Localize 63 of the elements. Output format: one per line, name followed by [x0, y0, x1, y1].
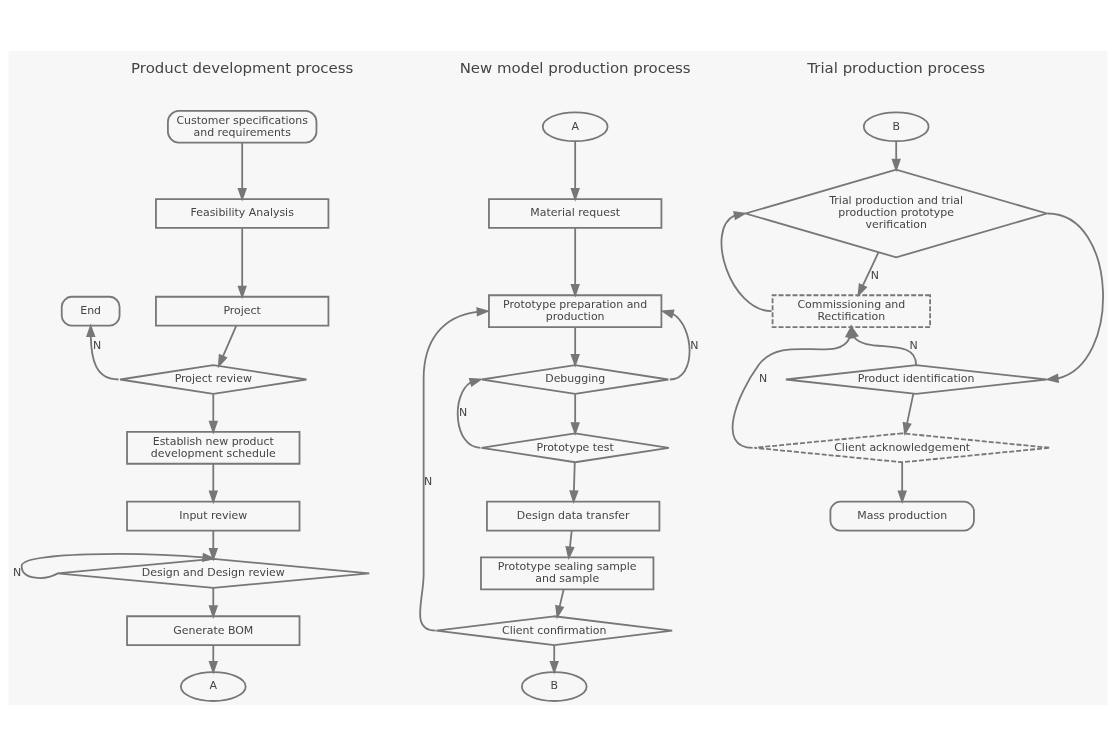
arrow — [570, 226, 580, 298]
node-box: Design data transfer — [486, 500, 661, 531]
arrow — [208, 643, 219, 674]
node-box: End — [60, 295, 121, 327]
edge-label: N — [13, 565, 22, 579]
arrow — [902, 392, 915, 436]
arrow — [857, 250, 880, 297]
arrow — [731, 324, 855, 449]
edge-label: N — [870, 268, 879, 282]
node-box: Input review — [126, 500, 301, 531]
arrow — [891, 140, 901, 172]
node-diamond: Client confirmation — [435, 614, 674, 646]
arrow — [237, 226, 247, 299]
arrow — [897, 461, 907, 504]
node-box: Customer specifications and requirements — [167, 109, 318, 144]
node-box: Material request — [488, 197, 663, 229]
node-diamond: Prototype test — [480, 431, 670, 463]
arrow — [217, 324, 238, 368]
arrow — [20, 552, 216, 579]
node-box: Generate BOM — [126, 614, 301, 646]
arrow — [570, 392, 580, 436]
edge-label: N — [759, 371, 768, 385]
arrow — [86, 322, 120, 380]
arrow — [569, 460, 579, 504]
node-diamond: Debugging — [481, 363, 670, 395]
node-diamond: Client acknowledgement — [753, 431, 1051, 463]
node-ellipse: B — [520, 670, 588, 702]
arrow — [660, 308, 691, 380]
label: Product development process — [131, 58, 354, 77]
node-box: Commissioning and Rectification — [771, 293, 931, 328]
arrow — [549, 643, 559, 674]
node-diamond: Project review — [119, 363, 308, 395]
node-ellipse: A — [541, 110, 609, 142]
arrow — [555, 588, 565, 619]
arrow — [565, 529, 575, 560]
node-diamond: Product identification — [784, 363, 1048, 395]
node-box: Project — [155, 295, 330, 327]
arrow — [1045, 212, 1104, 383]
arrow — [208, 392, 219, 434]
node-box: Feasibility Analysis — [155, 197, 330, 229]
node-box: Prototype sealing sample and sample — [480, 556, 655, 590]
arrow — [419, 306, 491, 632]
edge-label: N — [458, 405, 468, 419]
node-ellipse: A — [180, 670, 247, 702]
label: Trial production process — [807, 58, 986, 77]
node-box: Establish new product development schedule — [126, 430, 301, 465]
node-box: Mass production — [829, 500, 975, 531]
edge-label: N — [93, 338, 102, 352]
arrow — [720, 210, 773, 312]
arrow — [570, 140, 580, 202]
arrow — [208, 462, 219, 504]
label: New model production process — [459, 58, 691, 77]
node-diamond: Design and Design review — [56, 557, 371, 589]
arrow — [570, 325, 580, 368]
edge-label: N — [909, 338, 918, 352]
arrow — [237, 141, 247, 202]
arrow — [208, 529, 219, 562]
arrow — [456, 377, 484, 449]
arrow — [208, 586, 219, 619]
edge-label: N — [690, 338, 699, 352]
node-box: Prototype preparation and production — [488, 293, 663, 328]
edge-label: N — [424, 474, 433, 488]
node-ellipse: B — [862, 110, 930, 142]
